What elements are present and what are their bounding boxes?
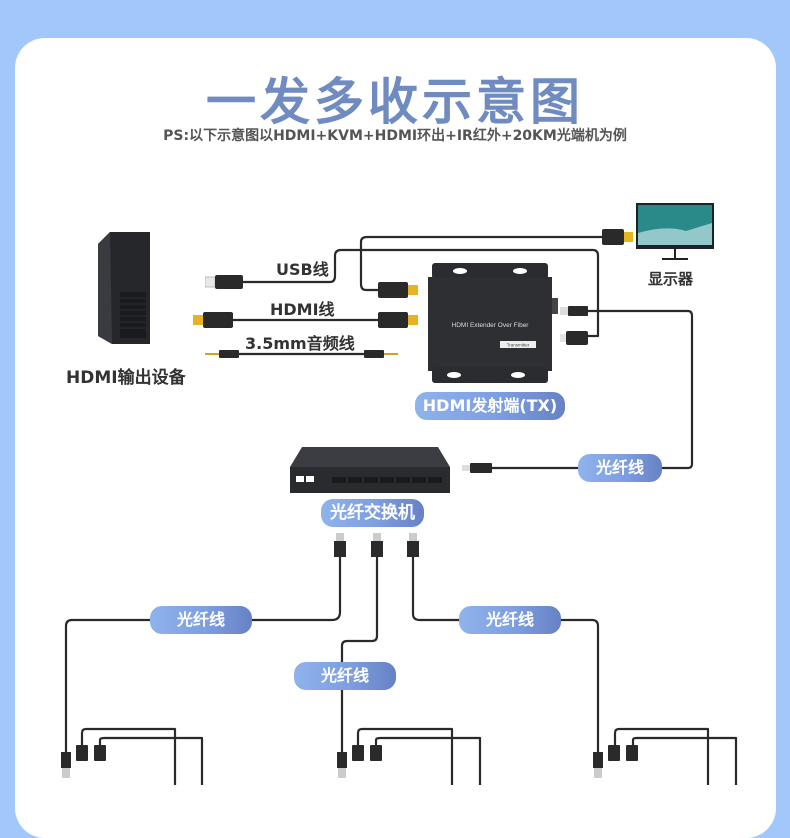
monitor-label: 显示器: [648, 270, 694, 288]
fiber-plug-switch-icon: [462, 463, 492, 473]
hdmi-monitor-plug-icon: [602, 229, 633, 245]
fiber-plug-tx-icon: [560, 306, 588, 316]
fiber-branch-badge-middle: 光纤线: [294, 662, 396, 690]
usb-cable: [242, 248, 600, 338]
transmitter-tag-text: Transmitter: [507, 343, 530, 348]
fiber-branch-right: [411, 556, 600, 752]
cable-lines: [64, 235, 738, 785]
usb-plug-icon: [205, 275, 243, 289]
audio-cable-label: 3.5mm音频线: [245, 334, 355, 353]
page-subtitle: PS:以下示意图以HDMI+KVM+HDMI环出+IR红外+20KM光端机为例: [163, 128, 627, 144]
transmitter-device-icon: HDMI Extender Over Fiber Transmitter: [428, 263, 552, 383]
fiber-branch-middle: [340, 556, 379, 752]
fiber-switch-icon: [290, 447, 450, 493]
fiber-branch-badge-right: 光纤线: [459, 606, 561, 634]
fiber-plug-out-2-icon: [371, 533, 383, 557]
hdmi-plug-right-icon: [378, 312, 418, 328]
transmitter-badge: HDMI发射端(TX): [415, 392, 565, 420]
monitor-icon: [636, 203, 714, 260]
page-title: 一发多收示意图: [206, 73, 584, 131]
receiver-connectors-left-icon: [61, 745, 106, 778]
fiber-plug-out-1-icon: [334, 533, 346, 557]
hdmi-loop-cable: [359, 235, 604, 292]
hdmi-loop-plug-icon: [378, 282, 418, 298]
pc-tower-icon: [98, 232, 150, 344]
fiber-branch-left: [64, 556, 342, 752]
receiver-connectors-right-icon: [593, 745, 638, 778]
usb-cable-label: USB线: [276, 260, 329, 279]
audio-plug-right-icon: [364, 350, 398, 358]
fiber-tx-to-switch: [490, 309, 694, 470]
hdmi-plug-left-icon: [193, 312, 233, 328]
receiver-connectors-middle-icon: [337, 745, 382, 778]
hdmi-cable-label: HDMI线: [270, 300, 335, 319]
fiber-branch-badge-left: 光纤线: [150, 606, 252, 634]
fiber-link-badge: 光纤线: [578, 454, 662, 482]
usb-plug-tx-icon: [560, 331, 588, 345]
audio-plug-left-icon: [205, 350, 239, 358]
switch-badge: 光纤交换机: [321, 499, 424, 527]
source-label: HDMI输出设备: [66, 368, 186, 388]
fiber-plug-out-3-icon: [407, 533, 419, 557]
fiber-port-icon: [552, 298, 558, 314]
transmitter-device-text: HDMI Extender Over Fiber: [452, 322, 530, 329]
content-card: [15, 38, 776, 838]
